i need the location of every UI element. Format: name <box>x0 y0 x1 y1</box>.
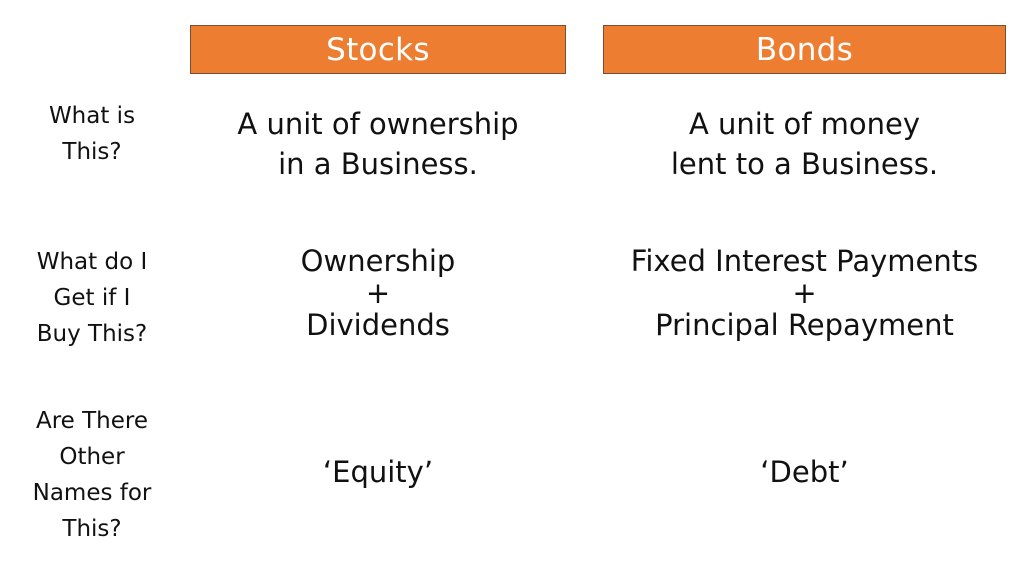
stocks-column-header: Stocks <box>190 25 566 74</box>
row-label-what-do-i-get: What do I Get if I Buy This? <box>0 244 184 352</box>
cell-line: Principal Repayment <box>655 308 954 342</box>
bonds-benefits-cell: Fixed Interest Payments + Principal Repa… <box>603 245 1006 341</box>
bonds-column-header: Bonds <box>603 25 1006 74</box>
row-label-line: This? <box>62 139 122 165</box>
plus-sign: + <box>365 276 391 310</box>
row-label-line: Buy This? <box>36 321 148 347</box>
cell-line: lent to a Business. <box>670 147 939 181</box>
stocks-header-label: Stocks <box>326 31 430 68</box>
bonds-header-label: Bonds <box>755 31 854 68</box>
cell-line: Dividends <box>306 308 450 342</box>
cell-line: Fixed Interest Payments <box>630 244 979 278</box>
bonds-definition-cell: A unit of money lent to a Business. <box>603 104 1006 184</box>
stocks-benefits-cell: Ownership + Dividends <box>190 245 566 341</box>
cell-line: ‘Equity’ <box>322 455 434 489</box>
cell-line: Ownership <box>300 244 456 278</box>
row-label-line: Get if I <box>53 285 131 311</box>
row-label-line: This? <box>62 516 122 542</box>
plus-sign: + <box>792 276 817 310</box>
cell-line: in a Business. <box>278 147 478 181</box>
row-label-line: What is <box>48 103 136 129</box>
row-label-other-names: Are There Other Names for This? <box>0 403 184 547</box>
stocks-other-names-cell: ‘Equity’ <box>190 456 566 488</box>
cell-line: A unit of ownership <box>237 107 519 141</box>
stocks-definition-cell: A unit of ownership in a Business. <box>190 104 566 184</box>
row-label-line: Other <box>59 444 125 470</box>
cell-line: A unit of money <box>688 107 920 141</box>
bonds-other-names-cell: ‘Debt’ <box>603 456 1006 488</box>
row-label-what-is-this: What is This? <box>0 98 184 170</box>
row-label-line: What do I <box>36 249 148 275</box>
row-label-line: Names for <box>32 480 152 506</box>
cell-line: ‘Debt’ <box>760 455 849 489</box>
row-label-line: Are There <box>35 408 149 434</box>
